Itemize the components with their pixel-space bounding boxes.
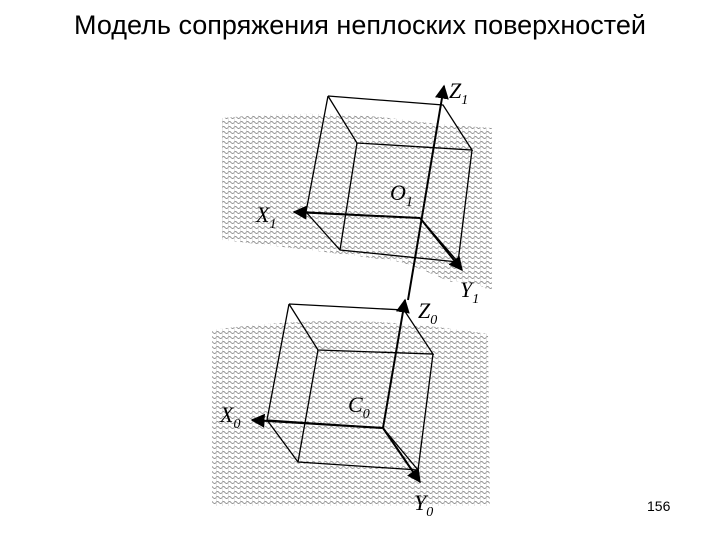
x1-axis <box>292 205 421 220</box>
x1-label: X1 <box>255 202 276 232</box>
c0-label: C0 <box>348 392 370 422</box>
z1-axis <box>407 84 449 301</box>
lower-axes <box>250 298 421 484</box>
z1-label: Z1 <box>449 78 468 108</box>
page-number: 156 <box>647 498 671 514</box>
y0-axis <box>382 427 421 484</box>
y0-label: Y0 <box>414 490 433 520</box>
x0-axis <box>250 413 384 429</box>
slide-title: Модель сопряжения неплоских поверхностей <box>74 10 646 40</box>
y1-label: Y1 <box>460 277 479 307</box>
z0-label: Z0 <box>418 298 437 328</box>
y1-axis <box>419 217 463 272</box>
z0-axis <box>382 298 410 429</box>
o1-label: O1 <box>390 180 413 210</box>
upper-axes <box>292 84 463 301</box>
x0-label: X0 <box>219 402 240 432</box>
upper-surface-mesh <box>222 113 492 292</box>
lower-surface-mesh <box>212 321 490 506</box>
